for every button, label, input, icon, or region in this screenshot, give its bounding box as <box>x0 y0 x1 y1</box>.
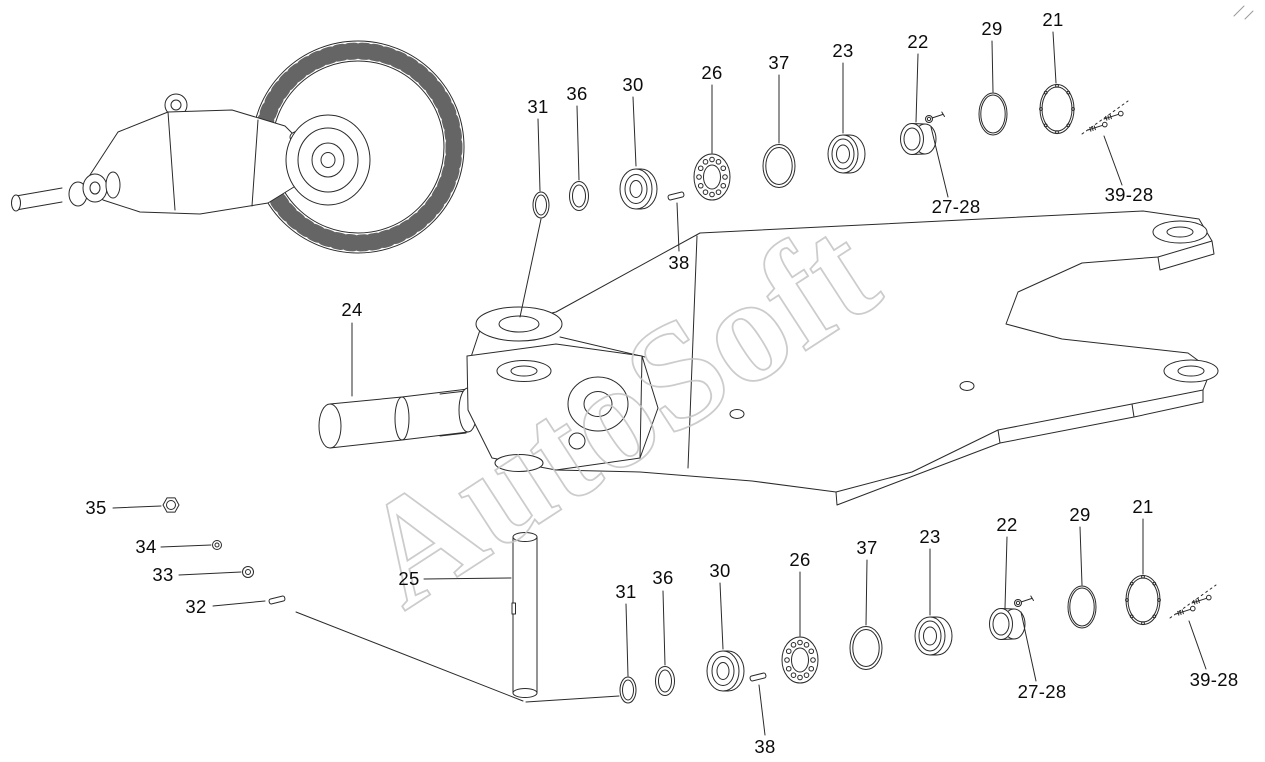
bushing-23-top <box>827 134 866 174</box>
callout-31-top: 31 <box>527 96 549 117</box>
corner-marks <box>1233 5 1254 20</box>
exploded-row-bottom <box>619 574 1212 704</box>
u-joint-parts <box>11 171 121 212</box>
callout-21-top: 21 <box>1042 9 1064 30</box>
input-shaft <box>318 387 478 449</box>
bolt-27-28-bottom <box>1014 595 1034 607</box>
callout-34: 34 <box>135 536 157 557</box>
roller-bearing-26-bottom <box>781 636 819 684</box>
screw-39-28-top-a <box>1087 121 1108 132</box>
callout-30-top: 30 <box>622 74 644 95</box>
callout-22-top: 22 <box>907 31 929 52</box>
gasket-29-bottom <box>1067 585 1097 629</box>
callout-37-bottom: 37 <box>856 537 878 558</box>
gasket-29-top <box>978 92 1008 136</box>
callout-39-28-top: 39-28 <box>1104 184 1154 205</box>
callout-21-bottom: 21 <box>1132 496 1154 517</box>
ring-37-bottom <box>849 626 883 670</box>
callout-23-bottom: 23 <box>919 526 941 547</box>
pin-32 <box>268 595 286 605</box>
wheel-hub <box>285 114 371 206</box>
leader-lines <box>112 31 1217 736</box>
callout-30-bottom: 30 <box>709 560 731 581</box>
small-fastener-parts <box>162 497 286 605</box>
screw-39-28-bottom-a <box>1175 605 1196 616</box>
kingpin <box>511 532 538 698</box>
callout-39-28-bottom: 39-28 <box>1189 669 1239 690</box>
fork-eye-lower <box>1163 359 1219 383</box>
cover-plate-21-top <box>1039 83 1075 135</box>
knuckle-block <box>466 343 659 472</box>
pin-38-bottom <box>749 672 767 682</box>
screw-39-28-top-b <box>1103 110 1124 121</box>
callout-27-28-bottom: 27-28 <box>1017 681 1067 702</box>
callout-29-top: 29 <box>981 18 1003 39</box>
seal-ring-36-top <box>569 181 589 211</box>
pin-38-top <box>667 191 685 201</box>
callout-38-top: 38 <box>668 252 690 273</box>
cover-plate-21-bottom <box>1125 574 1161 626</box>
callout-33: 33 <box>152 564 174 585</box>
kingpin-boss-upper <box>475 306 563 342</box>
ring-37-top <box>762 144 796 188</box>
callout-22-bottom: 22 <box>996 514 1018 535</box>
seal-ring-36-bottom <box>655 666 675 696</box>
exploded-row-top <box>532 83 1124 219</box>
callout-27-28-top: 27-28 <box>931 196 981 217</box>
bushing-23-bottom <box>914 616 953 656</box>
axle-housing <box>470 210 1219 506</box>
cap-22-top <box>900 123 937 155</box>
bearing-cone-30-bottom <box>706 650 745 692</box>
snap-ring-31-top <box>532 191 550 219</box>
callout-36-top: 36 <box>566 83 588 104</box>
bearing-cone-30-top <box>619 168 658 210</box>
assembled-axle-thumbnail <box>11 40 465 254</box>
callout-29-bottom: 29 <box>1069 504 1091 525</box>
roller-bearing-26-top <box>693 153 731 201</box>
callout-25: 25 <box>398 568 420 589</box>
callout-23-top: 23 <box>832 40 854 61</box>
bolt-27-28-top <box>925 111 945 123</box>
callout-24: 24 <box>341 299 363 320</box>
washer-33 <box>242 566 254 578</box>
axle-arm <box>87 109 308 215</box>
callout-38-bottom: 38 <box>754 736 776 757</box>
callout-36-bottom: 36 <box>652 567 674 588</box>
callout-26-bottom: 26 <box>789 549 811 570</box>
snap-ring-31-bottom <box>619 676 637 704</box>
cap-22-bottom <box>989 608 1026 640</box>
fork-eye-upper <box>1152 220 1208 244</box>
callout-31-bottom: 31 <box>615 581 637 602</box>
callout-37-top: 37 <box>768 52 790 73</box>
washer-34 <box>212 540 222 550</box>
callout-26-top: 26 <box>701 62 723 83</box>
screw-39-28-bottom-b <box>1191 594 1212 605</box>
callout-35: 35 <box>85 497 107 518</box>
callout-32: 32 <box>185 596 207 617</box>
